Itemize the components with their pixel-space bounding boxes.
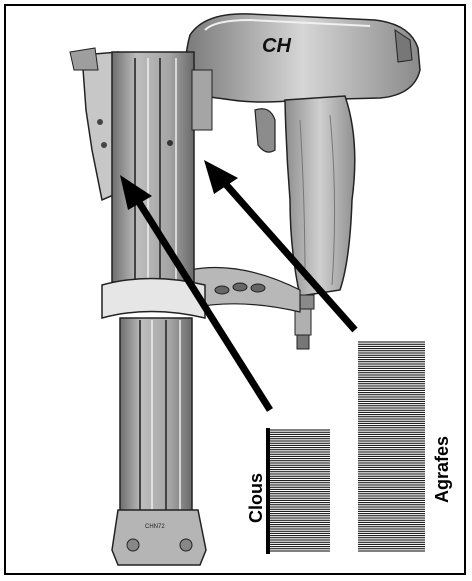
nails-label: Clous: [246, 472, 266, 523]
arrow-to-nail-slot: [120, 175, 273, 412]
tool-handle: [254, 95, 356, 297]
magazine-upper: [111, 51, 213, 283]
magazine-endcap: CHN72: [111, 509, 207, 566]
arrow-to-staple-slot: [204, 160, 358, 333]
magazine-lower: [119, 317, 193, 519]
brand-logo: CH: [262, 35, 291, 57]
staples-label: Agrafes: [432, 435, 452, 503]
motor-housing: CH: [185, 13, 421, 103]
magazine-clamp: [101, 277, 206, 319]
model-marking: CHN72: [145, 524, 165, 530]
nail-strip-heads: [266, 428, 270, 554]
arm-holes: [214, 282, 266, 295]
staple-strip: [358, 341, 425, 552]
nail-strip: [266, 428, 330, 554]
